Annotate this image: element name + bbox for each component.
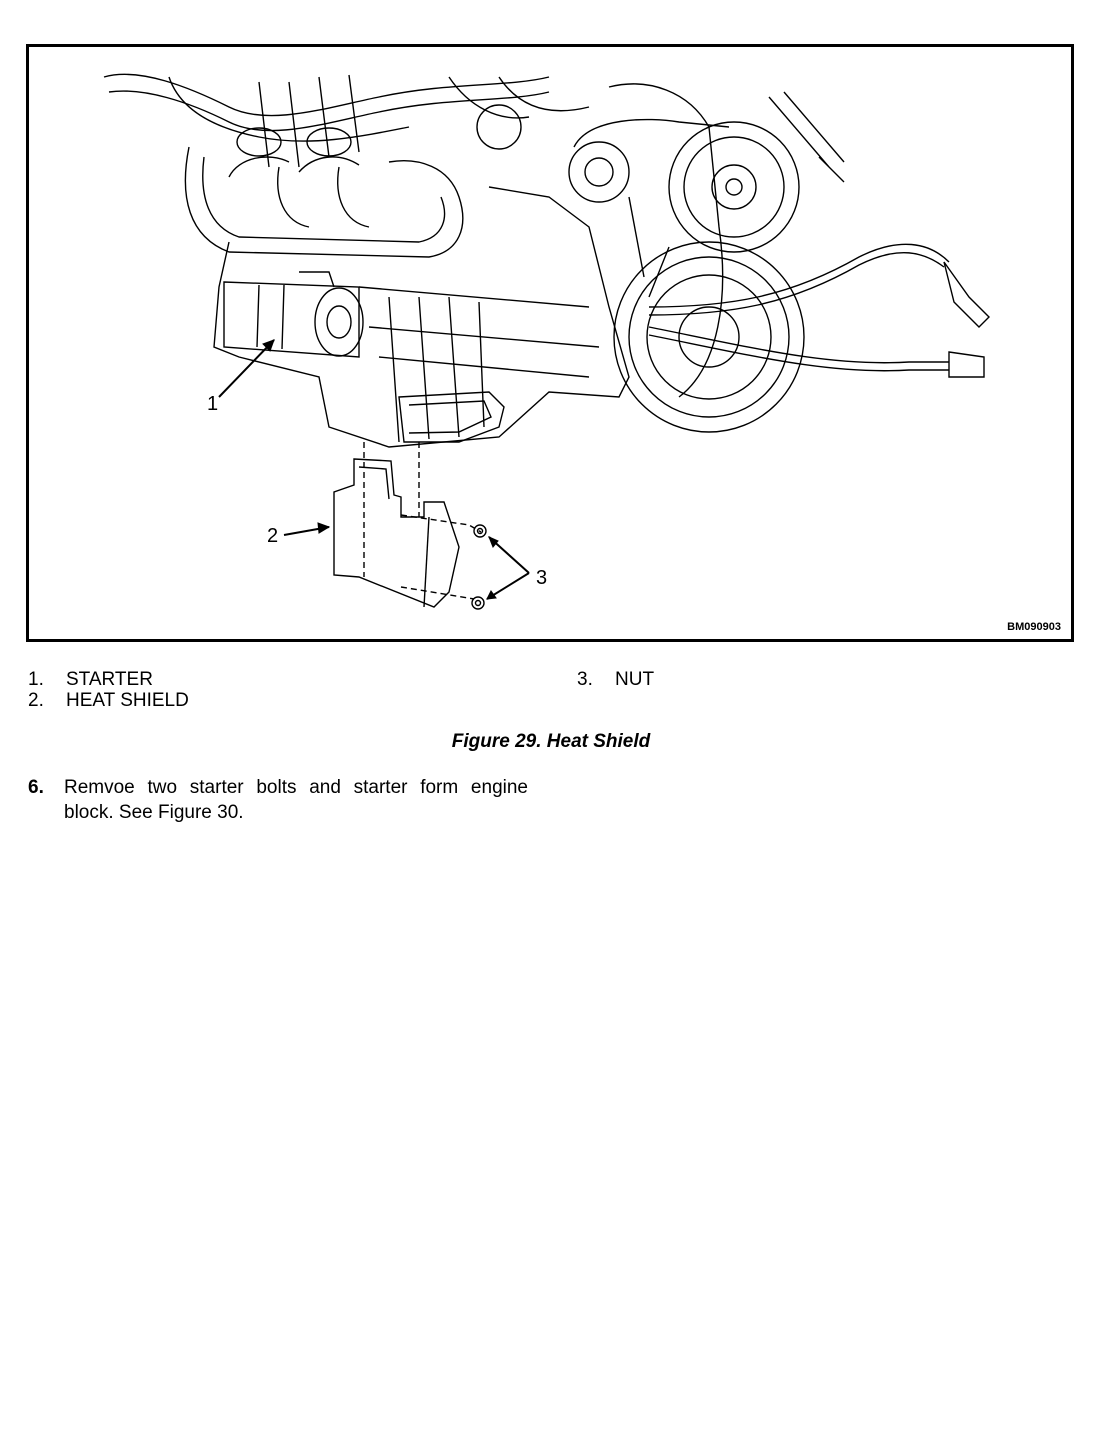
legend-item-1: 1. STARTER: [28, 669, 153, 690]
step-number: 6.: [28, 777, 44, 798]
legend-item-3: 3. NUT: [577, 669, 654, 690]
legend-number: 3.: [577, 669, 593, 690]
callout-3: 3: [536, 567, 547, 589]
figure-caption: Figure 29. Heat Shield: [451, 731, 651, 752]
legend-item-2: 2. HEAT SHIELD: [28, 690, 189, 711]
legend-label: HEAT SHIELD: [66, 690, 189, 711]
legend-label: STARTER: [66, 669, 153, 690]
legend-number: 1.: [28, 669, 44, 690]
figure-id: BM090903: [1007, 621, 1061, 633]
callout-1: 1: [207, 393, 218, 415]
step-text: Remvoe two starter bolts and starter for…: [64, 777, 528, 823]
legend-number: 2.: [28, 690, 44, 711]
legend-label: NUT: [615, 669, 655, 690]
figure-frame: 1 2 3 BM090903: [26, 44, 1074, 642]
procedure-step: 6. Remvoe two starter bolts and starter …: [28, 775, 528, 825]
engine-illustration: 1 2 3: [103, 73, 990, 610]
callout-2: 2: [267, 525, 278, 547]
